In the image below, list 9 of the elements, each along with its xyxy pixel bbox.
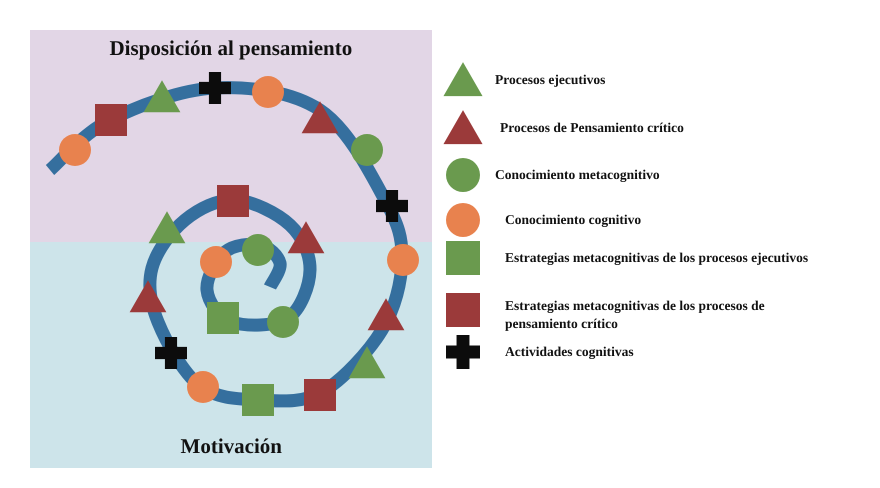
legend-text: Actividades cognitivas	[505, 343, 635, 361]
legend-text: Conocimiento cognitivo	[505, 211, 642, 229]
legend-text: Procesos ejecutivos	[495, 71, 606, 89]
band-title: Motivación	[180, 434, 282, 459]
band-title: Disposición al pensamiento	[110, 36, 352, 61]
legend-text: Conocimiento metacognitivo	[495, 166, 661, 184]
legend-text: Estrategias metacognitivas de los procesos ejecutivos	[505, 249, 810, 267]
legend-text: Procesos de Pensamiento crítico	[500, 119, 685, 137]
legend-text: Estrategias metacognitivas de los procesos de pensamiento crítico	[505, 297, 766, 333]
